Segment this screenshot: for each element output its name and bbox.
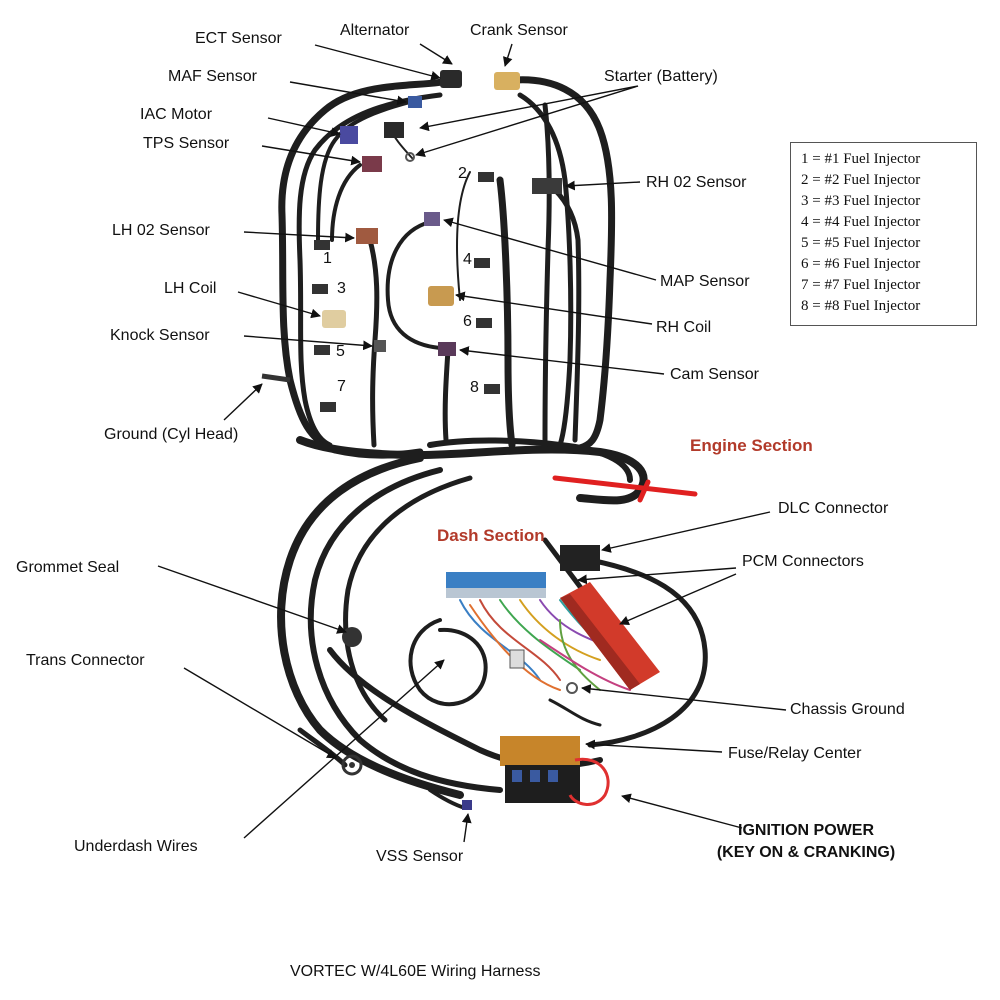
label-tps-sensor: TPS Sensor bbox=[143, 135, 230, 152]
fuel-injector-legend: 1 = #1 Fuel Injector 2 = #2 Fuel Injecto… bbox=[790, 142, 977, 326]
leader-lines bbox=[157, 43, 787, 843]
label-lh-o2-sensor: LH 02 Sensor bbox=[112, 222, 210, 239]
legend-row: 1 = #1 Fuel Injector bbox=[801, 151, 921, 167]
ignition-power-line2: (KEY ON & CRANKING) bbox=[716, 844, 896, 861]
label-rh-o2-sensor: RH 02 Sensor bbox=[646, 174, 747, 191]
legend-row: 5 = #5 Fuel Injector bbox=[801, 235, 921, 251]
injector-number: 1 bbox=[323, 250, 332, 267]
ignition-power-label: IGNITION POWER (KEY ON & CRANKING) bbox=[688, 820, 924, 864]
label-pcm-connectors: PCM Connectors bbox=[742, 553, 864, 570]
dash-components bbox=[341, 545, 660, 810]
injector-number: 8 bbox=[470, 379, 479, 396]
legend-row: 6 = #6 Fuel Injector bbox=[801, 256, 921, 272]
injector-number: 2 bbox=[458, 165, 467, 182]
legend-row: 8 = #8 Fuel Injector bbox=[801, 298, 921, 314]
diagram-caption: VORTEC W/4L60E Wiring Harness bbox=[290, 963, 541, 980]
label-underdash-wires: Underdash Wires bbox=[74, 838, 198, 855]
harness-wires bbox=[278, 76, 648, 505]
label-maf-sensor: MAF Sensor bbox=[168, 68, 257, 85]
engine-section-label: Engine Section bbox=[690, 436, 813, 455]
injector-number: 4 bbox=[463, 251, 472, 268]
label-alternator: Alternator bbox=[340, 22, 410, 39]
legend-row: 7 = #7 Fuel Injector bbox=[801, 277, 921, 293]
legend-row: 4 = #4 Fuel Injector bbox=[801, 214, 921, 230]
label-cam-sensor: Cam Sensor bbox=[670, 366, 759, 383]
label-map-sensor: MAP Sensor bbox=[660, 273, 750, 290]
label-fuse-relay-center: Fuse/Relay Center bbox=[728, 745, 862, 762]
injector-number: 3 bbox=[337, 280, 346, 297]
label-knock-sensor: Knock Sensor bbox=[110, 327, 210, 344]
injector-number: 5 bbox=[336, 343, 345, 360]
label-rh-coil: RH Coil bbox=[656, 319, 712, 336]
engine-connectors bbox=[261, 70, 562, 412]
label-starter-battery: Starter (Battery) bbox=[604, 68, 718, 85]
label-iac-motor: IAC Motor bbox=[140, 106, 213, 123]
label-ground-cyl-head: Ground (Cyl Head) bbox=[104, 426, 239, 443]
label-dlc-connector: DLC Connector bbox=[778, 500, 889, 517]
dash-section-label: Dash Section bbox=[437, 526, 545, 545]
ignition-power-line1: IGNITION POWER bbox=[738, 822, 874, 839]
label-chassis-ground: Chassis Ground bbox=[790, 701, 905, 718]
injector-number: 7 bbox=[337, 378, 346, 395]
section-divider bbox=[552, 475, 698, 503]
label-grommet-seal: Grommet Seal bbox=[16, 559, 120, 576]
label-vss-sensor: VSS Sensor bbox=[376, 848, 464, 865]
label-crank-sensor: Crank Sensor bbox=[470, 22, 568, 39]
legend-row: 3 = #3 Fuel Injector bbox=[801, 193, 921, 209]
label-trans-connector: Trans Connector bbox=[26, 652, 145, 669]
injector-number: 6 bbox=[463, 313, 472, 330]
label-ect-sensor: ECT Sensor bbox=[195, 30, 282, 47]
label-lh-coil: LH Coil bbox=[164, 280, 217, 297]
legend-row: 2 = #2 Fuel Injector bbox=[801, 172, 921, 188]
